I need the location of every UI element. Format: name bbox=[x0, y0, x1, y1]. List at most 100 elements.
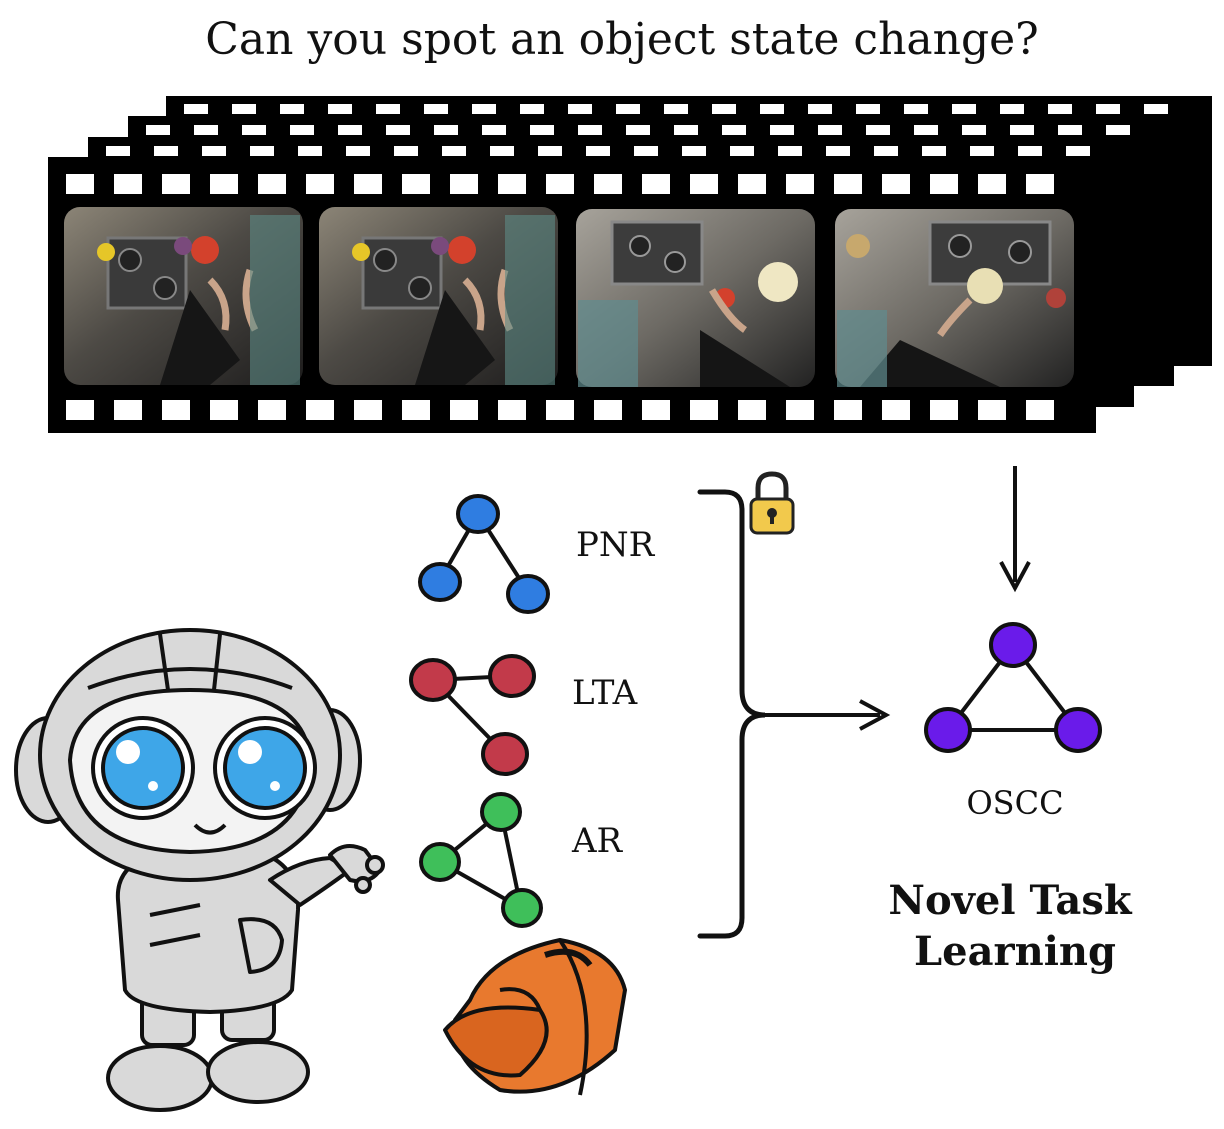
ar-graph-icon bbox=[419, 792, 543, 928]
arrow-down bbox=[999, 466, 1031, 593]
sprocket-hole bbox=[778, 146, 802, 156]
sprocket-hole bbox=[114, 400, 142, 420]
caption-line-1: Novel Task bbox=[888, 877, 1132, 924]
sprocket-hole bbox=[66, 400, 94, 420]
sprocket-hole bbox=[1058, 125, 1082, 135]
task-label-ar: AR bbox=[571, 821, 624, 861]
sprocket-hole bbox=[402, 400, 430, 420]
sprocket-hole bbox=[258, 400, 286, 420]
sprocket-hole bbox=[280, 104, 304, 114]
video-frame-2 bbox=[319, 207, 558, 385]
sprocket-hole bbox=[882, 400, 910, 420]
backpack-icon bbox=[443, 938, 627, 1096]
sprocket-hole bbox=[578, 125, 602, 135]
sprocket-hole bbox=[722, 125, 746, 135]
film-strip-stack bbox=[48, 96, 1212, 433]
sprocket-hole bbox=[874, 146, 898, 156]
sprocket-hole bbox=[682, 146, 706, 156]
sprocket-hole bbox=[306, 174, 334, 194]
sprocket-hole bbox=[210, 174, 238, 194]
sprocket-hole bbox=[866, 125, 890, 135]
sprocket-hole bbox=[434, 125, 458, 135]
sprocket-hole bbox=[642, 174, 670, 194]
sprocket-hole bbox=[930, 400, 958, 420]
sprocket-hole bbox=[450, 400, 478, 420]
sprocket-hole bbox=[162, 400, 190, 420]
sprocket-hole bbox=[594, 400, 622, 420]
sprocket-hole bbox=[210, 400, 238, 420]
sprocket-hole bbox=[146, 125, 170, 135]
sprocket-hole bbox=[586, 146, 610, 156]
sprocket-hole bbox=[354, 174, 382, 194]
sprocket-hole bbox=[354, 400, 382, 420]
sprocket-hole bbox=[1096, 104, 1120, 114]
sprocket-hole bbox=[834, 174, 862, 194]
film-strip-front bbox=[48, 157, 1096, 433]
sprocket-hole bbox=[922, 146, 946, 156]
sprocket-hole bbox=[616, 104, 640, 114]
sprocket-hole bbox=[634, 146, 658, 156]
sprocket-hole bbox=[202, 146, 226, 156]
sprocket-hole bbox=[826, 146, 850, 156]
sprocket-hole bbox=[338, 125, 362, 135]
task-label-pnr: PNR bbox=[576, 525, 656, 565]
video-frame-4 bbox=[835, 209, 1074, 387]
sprocket-hole bbox=[498, 400, 526, 420]
caption-line-2: Learning bbox=[914, 928, 1116, 975]
sprocket-hole bbox=[674, 125, 698, 135]
sprocket-hole bbox=[402, 174, 430, 194]
sprocket-hole bbox=[882, 174, 910, 194]
sprocket-hole bbox=[786, 400, 814, 420]
sprocket-hole bbox=[1144, 104, 1168, 114]
sprocket-hole bbox=[760, 104, 784, 114]
sprocket-hole bbox=[730, 146, 754, 156]
sprocket-hole bbox=[106, 146, 130, 156]
sprocket-hole bbox=[856, 104, 880, 114]
sprocket-hole bbox=[194, 125, 218, 135]
sprocket-hole bbox=[818, 125, 842, 135]
sprocket-hole bbox=[184, 104, 208, 114]
lta-graph-icon bbox=[409, 654, 536, 776]
sprocket-hole bbox=[250, 146, 274, 156]
sprocket-hole bbox=[490, 146, 514, 156]
sprocket-hole bbox=[1010, 125, 1034, 135]
sprocket-hole bbox=[376, 104, 400, 114]
sprocket-hole bbox=[162, 174, 190, 194]
sprocket-hole bbox=[1018, 146, 1042, 156]
sprocket-hole bbox=[482, 125, 506, 135]
curly-brace bbox=[697, 489, 766, 939]
sprocket-hole bbox=[1106, 125, 1130, 135]
sprocket-hole bbox=[114, 174, 142, 194]
sprocket-hole bbox=[472, 104, 496, 114]
sprocket-hole bbox=[1066, 146, 1090, 156]
oscc-graph-icon bbox=[924, 622, 1102, 753]
title: Can you spot an object state change? bbox=[205, 14, 1039, 65]
sprocket-hole bbox=[642, 400, 670, 420]
sprocket-hole bbox=[232, 104, 256, 114]
sprocket-hole bbox=[424, 104, 448, 114]
arrow-right bbox=[765, 699, 891, 731]
sprocket-hole bbox=[978, 174, 1006, 194]
sprocket-hole bbox=[626, 125, 650, 135]
robot-icon bbox=[14, 628, 385, 1112]
sprocket-hole bbox=[546, 174, 574, 194]
sprocket-hole bbox=[538, 146, 562, 156]
sprocket-hole bbox=[712, 104, 736, 114]
sprocket-hole bbox=[834, 400, 862, 420]
sprocket-hole bbox=[978, 400, 1006, 420]
sprocket-hole bbox=[442, 146, 466, 156]
sprocket-hole bbox=[290, 125, 314, 135]
sprocket-hole bbox=[914, 125, 938, 135]
sprocket-hole bbox=[568, 104, 592, 114]
sprocket-hole bbox=[498, 174, 526, 194]
sprocket-hole bbox=[738, 174, 766, 194]
sprocket-hole bbox=[154, 146, 178, 156]
sprocket-hole bbox=[1026, 174, 1054, 194]
sprocket-hole bbox=[530, 125, 554, 135]
sprocket-hole bbox=[66, 174, 94, 194]
sprocket-hole bbox=[786, 174, 814, 194]
sprocket-hole bbox=[770, 125, 794, 135]
task-label-lta: LTA bbox=[572, 673, 638, 713]
sprocket-hole bbox=[690, 174, 718, 194]
